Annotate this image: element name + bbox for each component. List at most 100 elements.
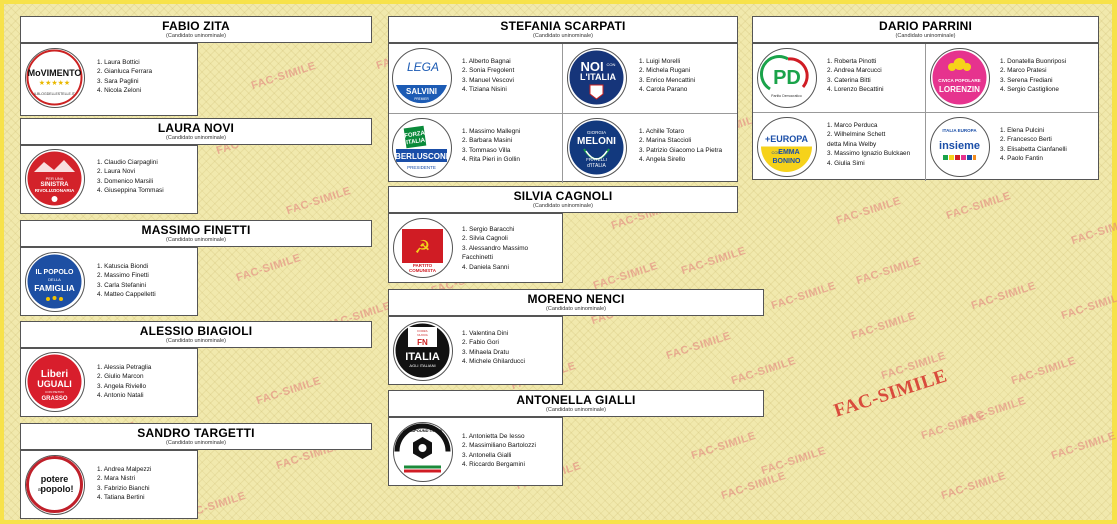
list-item: 4. Michele Ghilarducci <box>462 358 525 366</box>
list-item: 3. Sara Paglini <box>97 77 139 85</box>
svg-text:EMMA: EMMA <box>778 149 799 156</box>
list-item: 2. Michela Rugani <box>639 67 691 75</box>
party-box[interactable]: PD Partito Democratico 1. Roberta Pinott… <box>753 44 925 112</box>
list-item: 4. Lorenzo Becattini <box>827 86 884 94</box>
ballot-edge-left <box>0 0 4 524</box>
party-box[interactable]: ☭ PARTITO COMUNISTA 1. Sergio Baracchi 2… <box>388 213 563 283</box>
list-item: 4. Paolo Fantin <box>1000 155 1043 163</box>
candidate-header: ALESSIO BIAGIOLI (Candidato uninominale) <box>20 321 372 348</box>
svg-text:PARTITO: PARTITO <box>413 263 433 268</box>
candidate-header: STEFANIA SCARPATI (Candidato uninominale… <box>388 16 738 43</box>
svg-text:ITALIA: ITALIA <box>405 351 440 363</box>
candidate-list: 1. Andrea Malpezzi 2. Mara Nistri 3. Fab… <box>97 465 151 503</box>
svg-text:ILBLOGDELLESTELLE.IT: ILBLOGDELLESTELLE.IT <box>34 92 76 96</box>
party-box[interactable]: +EUROPA CON EMMA BONINO 1. Marco Perduca… <box>753 113 925 181</box>
list-item: 3. Mihaela Dratu <box>462 348 509 356</box>
candidate-list: 1. Roberta Pinotti 2. Andrea Marcucci 3.… <box>827 57 884 95</box>
candidate-name: SILVIA CAGNOLI <box>513 189 613 203</box>
candidate-header: MORENO NENCI (Candidato uninominale) <box>388 289 764 316</box>
candidate-name: DARIO PARRINI <box>878 19 973 33</box>
svg-text:GIORGIA: GIORGIA <box>587 130 606 135</box>
party-box[interactable]: NOI CON L'ITALIA 1. Luigi Morelli 2. Mic… <box>563 44 738 113</box>
list-item: 1. Claudio Ciarpaglini <box>97 159 158 166</box>
list-item: 4. Antonio Natali <box>97 392 144 400</box>
candidate-subtitle: (Candidato uninominale) <box>533 203 593 209</box>
party-box[interactable]: FORZA ITALIA BERLUSCONI PRESIDENTE 1. Ma… <box>389 114 562 183</box>
list-item: 4. Matteo Cappelletti <box>97 291 156 299</box>
svg-text:LORENZIN: LORENZIN <box>939 85 980 94</box>
candidate-header: FABIO ZITA (Candidato uninominale) <box>20 16 372 43</box>
list-item: detta Mina Welby <box>827 140 877 148</box>
candidate-subtitle: (Candidato uninominale) <box>166 237 226 243</box>
svg-text:☭: ☭ <box>414 237 430 257</box>
forza-italia-berlusconi-logo: FORZA ITALIA BERLUSCONI PRESIDENTE <box>392 118 452 178</box>
candidate-subtitle: (Candidato uninominale) <box>546 306 606 312</box>
party-box[interactable]: LEGA SALVINI PREMIER 1. Alberto Bagnai 2… <box>389 44 562 113</box>
list-item: 2. Francesco Berti <box>1000 136 1052 144</box>
civica-popolare-lorenzin-logo: CIVICA POPOLARE LORENZIN <box>930 48 990 108</box>
fratelli-d-italia-meloni-logo: GIORGIA MELONI FRATELLI d'ITALIA <box>567 118 627 178</box>
ballot-edge-bottom <box>0 520 1117 524</box>
candidate-header: LAURA NOVI (Candidato uninominale) <box>20 118 372 145</box>
svg-text:GRASSO: GRASSO <box>41 396 67 402</box>
svg-text:MoVIMENTO: MoVIMENTO <box>28 68 82 78</box>
candidate-list: 1. Sergio Baracchi 2. Silvia Cagnoli 3. … <box>462 225 528 272</box>
svg-text:FAMIGLIA: FAMIGLIA <box>34 283 75 293</box>
candidate-name: MORENO NENCI <box>527 292 625 306</box>
casapound-italia-logo: CASAPOUND ITALIA <box>393 422 453 482</box>
candidate-name: MASSIMO FINETTI <box>141 223 251 237</box>
svg-text:popolo!: popolo! <box>41 484 74 494</box>
candidate-header: MASSIMO FINETTI (Candidato uninominale) <box>20 220 372 247</box>
section-silvia-cagnoli: SILVIA CAGNOLI (Candidato uninominale) ☭… <box>388 186 738 283</box>
section-alessio-biagioli: ALESSIO BIAGIOLI (Candidato uninominale)… <box>20 321 372 417</box>
svg-text:Liberi: Liberi <box>41 369 68 380</box>
section-fabio-zita: FABIO ZITA (Candidato uninominale) MoVIM… <box>20 16 372 116</box>
section-stefania-scarpati: STEFANIA SCARPATI (Candidato uninominale… <box>388 16 738 183</box>
list-item: 4. Tiziana Nisini <box>462 86 507 94</box>
list-item: 3. Angela Riviello <box>97 382 147 390</box>
candidate-name: STEFANIA SCARPATI <box>500 19 626 33</box>
list-item: 2. Wilhelmine Schett <box>827 131 886 139</box>
list-item: 1. Alberto Bagnai <box>462 58 511 65</box>
party-box[interactable]: MoVIMENTO ★★★★★ ILBLOGDELLESTELLE.IT 1. … <box>20 43 198 116</box>
list-item: 4. Angela Sirello <box>639 156 686 164</box>
popolo-della-famiglia-logo: IL POPOLO DELLA FAMIGLIA <box>25 252 85 312</box>
party-box[interactable]: CIVICA POPOLARE LORENZIN 1. Donatella Bu… <box>926 44 1098 112</box>
list-item: 1. Massimo Mallegni <box>462 128 521 135</box>
section-laura-novi: LAURA NOVI (Candidato uninominale) PER U… <box>20 118 372 214</box>
party-box[interactable]: Liberi UGUALI CON PIETRO GRASSO 1. Aless… <box>20 348 198 417</box>
candidate-list: 1. Alberto Bagnai 2. Sonia Fregolent 3. … <box>462 57 514 95</box>
candidate-header: DARIO PARRINI (Candidato uninominale) <box>752 16 1099 43</box>
list-item: 4. Giulia Simi <box>827 159 865 167</box>
party-box[interactable]: FORZA NUOVA FN ITALIA AGLI ITALIANI 1. V… <box>388 316 563 385</box>
candidate-name: SANDRO TARGETTI <box>137 426 255 440</box>
svg-text:al: al <box>38 487 42 493</box>
svg-text:PREMIER: PREMIER <box>414 97 429 101</box>
svg-text:BERLUSCONI: BERLUSCONI <box>395 152 448 161</box>
candidate-subtitle: (Candidato uninominale) <box>166 338 226 344</box>
coalition-divider-horizontal <box>753 112 1098 113</box>
party-box[interactable]: GIORGIA MELONI FRATELLI d'ITALIA 1. Achi… <box>563 114 738 183</box>
svg-text:COMUNISTA: COMUNISTA <box>409 268 437 273</box>
svg-text:FN: FN <box>417 338 428 347</box>
list-item: 2. Mara Nistri <box>97 475 135 483</box>
list-item: 1. Luigi Morelli <box>639 58 681 65</box>
candidate-name: LAURA NOVI <box>157 121 235 135</box>
party-box[interactable]: IL POPOLO DELLA FAMIGLIA 1. Katuscia Bio… <box>20 247 198 316</box>
list-item: 2. Laura Novi <box>97 168 136 176</box>
svg-text:CIVICA POPOLARE: CIVICA POPOLARE <box>938 78 980 83</box>
lega-salvini-logo: LEGA SALVINI PREMIER <box>392 48 452 108</box>
party-box[interactable]: PER UNA SINISTRA RIVOLUZIONARIA 1. Claud… <box>20 145 198 214</box>
list-item: 3. Tommaso Villa <box>462 146 511 154</box>
list-item: 4. Rita Pieri in Gollin <box>462 156 520 164</box>
svg-text:NOI: NOI <box>580 59 603 74</box>
party-box[interactable]: CASAPOUND ITALIA 1. Antonietta De Iesso … <box>388 417 563 486</box>
party-box[interactable]: ITALIA EUROPA insieme 1. Elena Pulcini 2… <box>926 113 1098 181</box>
list-item: 3. Antonella Gialli <box>462 451 512 459</box>
party-box[interactable]: potere al popolo! 1. Andrea Malpezzi 2. … <box>20 450 198 519</box>
coalition-divider-horizontal <box>389 113 737 114</box>
svg-text:FRATELLI: FRATELLI <box>586 157 607 162</box>
section-antonella-gialli: ANTONELLA GIALLI (Candidato uninominale)… <box>388 390 764 486</box>
list-item: 2. Barbara Masini <box>462 137 513 145</box>
candidate-header: ANTONELLA GIALLI (Candidato uninominale) <box>388 390 764 417</box>
